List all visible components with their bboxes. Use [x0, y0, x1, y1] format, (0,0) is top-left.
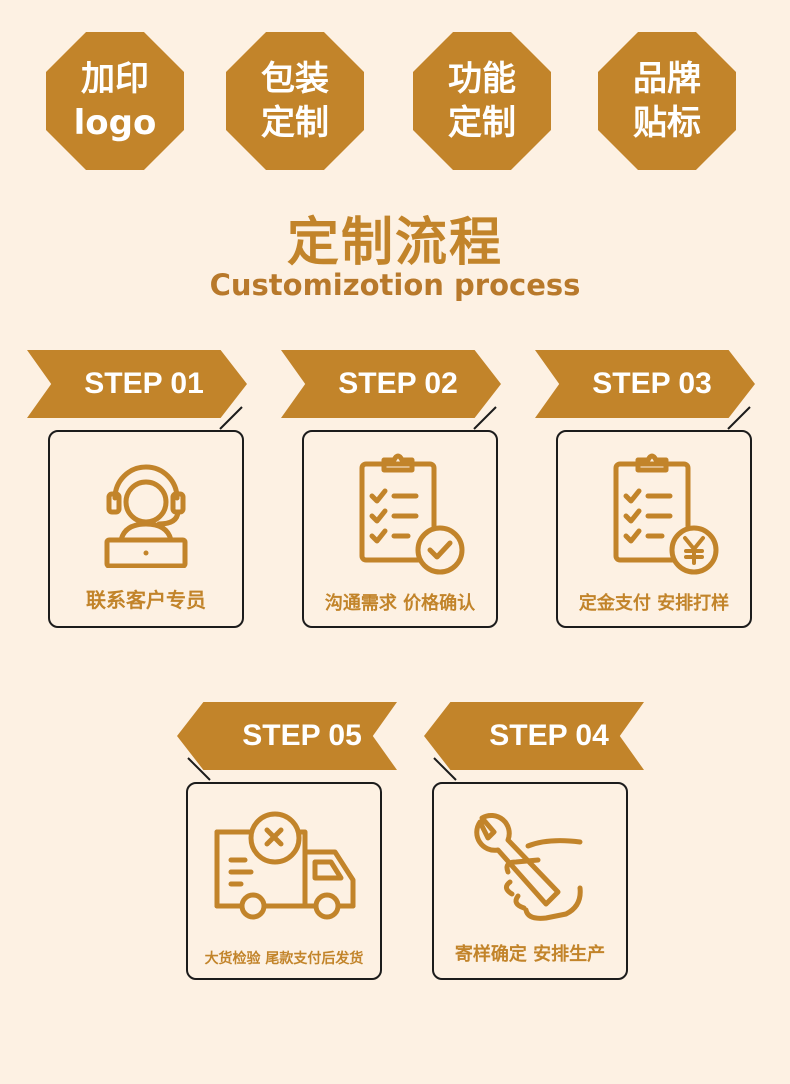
badge-line1: 包装: [261, 59, 329, 99]
step-label: 沟通需求 价格确认: [324, 593, 476, 614]
badge-brand-label: 品牌 贴标: [598, 32, 736, 170]
step-tag: STEP 03: [592, 367, 712, 400]
step-tag: STEP 04: [489, 719, 609, 752]
step-02-card: 沟通需求 价格确认: [302, 430, 498, 628]
page-subtitle: Customizotion process: [209, 268, 581, 302]
step-label: 联系客户专员: [86, 588, 206, 612]
clipboard-check-icon: [359, 453, 465, 575]
step-label: 大货检验 尾款支付后发货: [204, 951, 364, 967]
step-04-banner: STEP 04: [424, 702, 644, 770]
card-corner-line: [219, 406, 243, 430]
badge-line2: logo: [73, 103, 157, 143]
step-tag: STEP 05: [242, 719, 362, 752]
card-corner-line: [473, 406, 497, 430]
badge-add-logo: 加印 logo: [46, 32, 184, 170]
badge-line1: 加印: [81, 59, 149, 99]
badge-line2: 贴标: [633, 103, 701, 143]
step-tag: STEP 01: [84, 367, 204, 400]
wrench-hand-icon: [474, 812, 583, 921]
card-corner-line: [727, 406, 751, 430]
clipboard-yen-icon: [613, 453, 719, 575]
step-label: 寄样确定 安排生产: [454, 944, 606, 965]
card-corner-line: [187, 757, 211, 781]
step-01-card: 联系客户专员: [48, 430, 244, 628]
step-05-banner: STEP 05: [177, 702, 397, 770]
badge-function: 功能 定制: [413, 32, 551, 170]
page-title: 定制流程: [286, 213, 503, 273]
step-03-banner: STEP 03: [535, 350, 755, 418]
badge-line1: 功能: [448, 59, 516, 99]
badge-packaging: 包装 定制: [226, 32, 364, 170]
step-01-banner: STEP 01: [27, 350, 247, 418]
delivery-truck-icon: [214, 811, 356, 920]
step-03-card: 定金支付 安排打样: [556, 430, 752, 628]
badge-line1: 品牌: [633, 59, 701, 99]
card-corner-line: [433, 757, 457, 781]
step-04-card: 寄样确定 安排生产: [432, 782, 628, 980]
step-label: 定金支付 安排打样: [578, 593, 730, 614]
step-05-card: 大货检验 尾款支付后发货: [186, 782, 382, 980]
badge-line2: 定制: [448, 103, 516, 143]
step-02-banner: STEP 02: [281, 350, 501, 418]
badge-line2: 定制: [261, 103, 329, 143]
customer-service-icon: [104, 464, 188, 568]
step-tag: STEP 02: [338, 367, 458, 400]
